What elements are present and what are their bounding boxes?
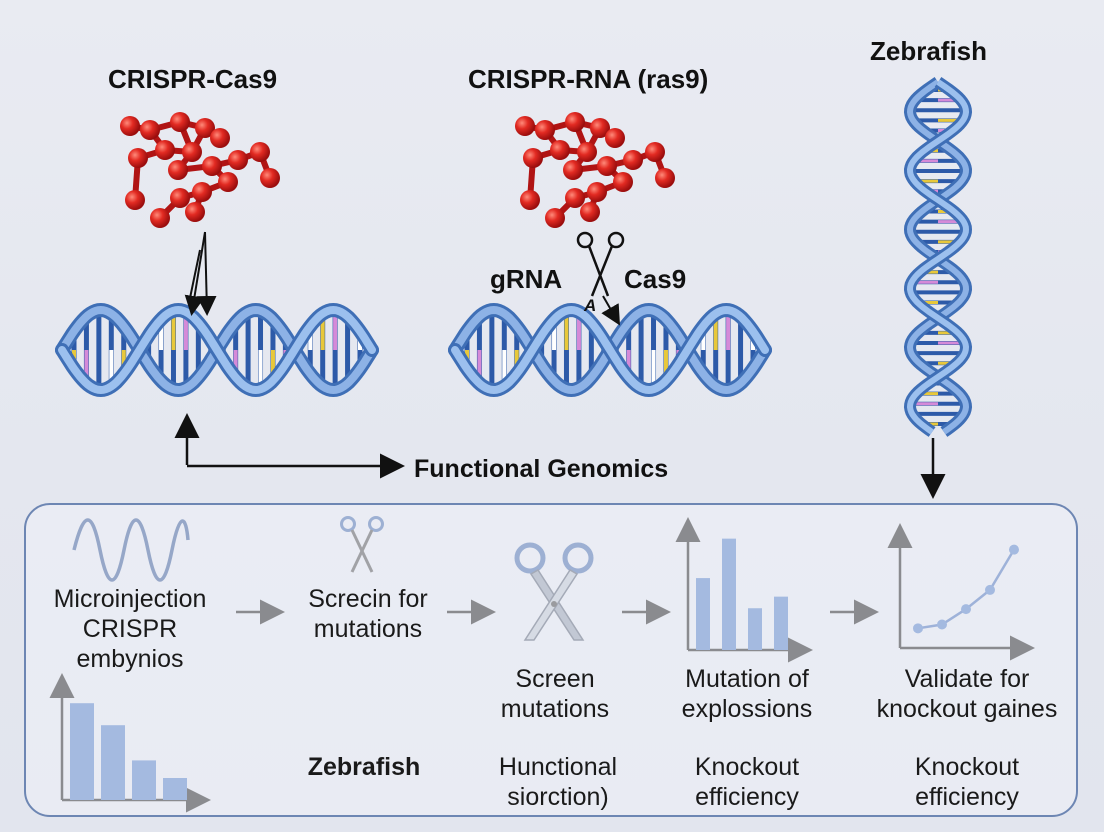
bottom-hunctional-line2: siorction)	[507, 783, 609, 811]
cut-arrow	[601, 295, 620, 326]
title-zebrafish-top: Zebrafish	[870, 36, 988, 66]
step-microinjection-line2: CRISPR	[82, 615, 178, 643]
label-a: A	[584, 296, 597, 315]
step-screcin: Screcin for mutations	[288, 584, 448, 644]
molecule-atom	[597, 156, 617, 176]
title-crispr-rna: CRISPR-RNA (ras9)	[468, 64, 709, 94]
cas9-molecule	[120, 112, 280, 228]
molecule-atom	[645, 142, 665, 162]
molecule-atom	[623, 150, 643, 170]
molecule-atom	[260, 168, 280, 188]
molecule-atom	[125, 190, 145, 210]
molecule-atom	[520, 190, 540, 210]
step-validate: Validate for knockout gaines	[862, 664, 1072, 724]
molecule-atom	[535, 120, 555, 140]
molecule-atom	[202, 156, 222, 176]
label-cas9: Cas9	[624, 264, 687, 294]
molecule-atom	[515, 116, 535, 136]
step-mutation-of: Mutation of explossions	[666, 664, 828, 724]
step-mutation-line2: explossions	[681, 695, 813, 723]
title-crispr-cas9: CRISPR-Cas9	[108, 64, 278, 94]
molecule-atom	[155, 140, 175, 160]
step-microinjection-line1: Microinjection	[53, 585, 207, 613]
molecule-atom	[545, 208, 565, 228]
binding-arrows	[184, 231, 217, 316]
molecule-atom	[210, 128, 230, 148]
molecule-atom	[580, 202, 600, 222]
bottom-knockout-1-line1: Knockout	[694, 753, 800, 781]
molecule-atom	[523, 148, 543, 168]
bottom-zebrafish-text: Zebrafish	[307, 753, 421, 781]
molecule-atom	[120, 116, 140, 136]
bottom-knockout-1-line2: efficiency	[695, 783, 799, 811]
step-microinjection-line3: embynios	[76, 645, 184, 673]
dna-helix-middle	[448, 302, 772, 398]
bottom-knockout-2-line2: efficiency	[915, 783, 1019, 811]
molecule-atom	[550, 140, 570, 160]
molecule-atom	[170, 188, 190, 208]
scissors-icon	[576, 231, 625, 297]
molecule-atom	[192, 182, 212, 202]
dna-helix-left	[55, 302, 379, 398]
molecule-atom	[168, 160, 188, 180]
molecule-atom	[590, 118, 610, 138]
step-screen-line1: Screen	[515, 665, 595, 693]
bottom-knockout-1: Knockout efficiency	[680, 752, 814, 812]
molecule-atom	[565, 188, 585, 208]
bottom-zebrafish: Zebrafish	[296, 752, 432, 782]
molecule-atom	[128, 148, 148, 168]
step-microinjection: Microinjection CRISPR embynios	[40, 584, 220, 674]
dna-strand-front-highlight	[451, 305, 769, 395]
molecule-atom	[655, 168, 675, 188]
molecule-atom	[195, 118, 215, 138]
molecule-atom	[185, 202, 205, 222]
dna-strand-front-highlight	[906, 79, 970, 435]
step-validate-line1: Validate for	[904, 665, 1030, 693]
dna-strand-front-highlight	[58, 305, 376, 395]
molecule-atom	[170, 112, 190, 132]
molecule-atom	[250, 142, 270, 162]
molecule-atom	[613, 172, 633, 192]
bottom-knockout-2: Knockout efficiency	[900, 752, 1034, 812]
step-screen-mutations: Screen mutations	[490, 664, 620, 724]
bottom-hunctional-line1: Hunctional	[498, 753, 618, 781]
step-screcin-line1: Screcin for	[308, 585, 428, 613]
label-grna: gRNA	[490, 264, 563, 294]
step-screcin-line2: mutations	[313, 615, 423, 643]
functional-genomics-connector	[174, 413, 405, 479]
molecule-atom	[577, 142, 597, 162]
molecule-atom	[140, 120, 160, 140]
bottom-hunctional: Hunctional siorction)	[486, 752, 630, 812]
molecule-atom	[182, 142, 202, 162]
molecule-atom	[150, 208, 170, 228]
molecule-atom	[228, 150, 248, 170]
step-screen-line2: mutations	[500, 695, 610, 723]
dna-helix-zebrafish	[903, 77, 973, 437]
molecule-atom	[587, 182, 607, 202]
workflow-panel	[24, 503, 1078, 817]
molecule-atom	[563, 160, 583, 180]
label-functional-genomics: Functional Genomics	[414, 455, 669, 483]
molecule-atom	[565, 112, 585, 132]
step-validate-line2: knockout gaines	[876, 695, 1058, 723]
step-mutation-line1: Mutation of	[685, 665, 809, 693]
rna-molecule	[515, 112, 675, 228]
molecule-atom	[605, 128, 625, 148]
bottom-knockout-2-line1: Knockout	[914, 753, 1020, 781]
molecule-atom	[218, 172, 238, 192]
